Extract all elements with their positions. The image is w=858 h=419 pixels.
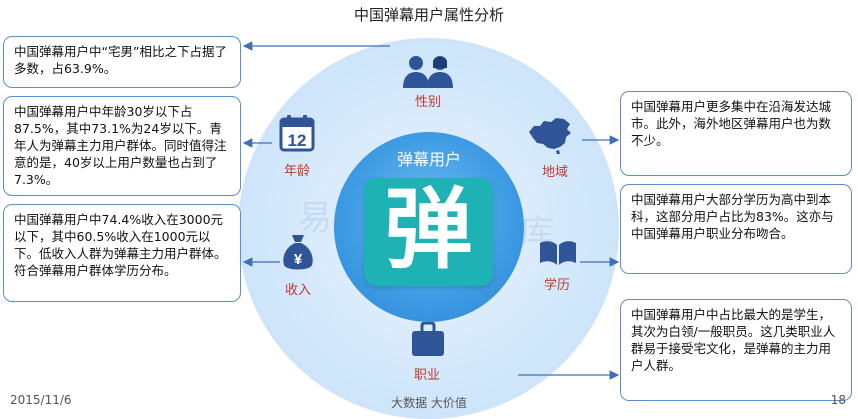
- age-note-box: 中国弹幕用户中年龄30岁以下占87.5%，其中73.1%为24岁以下。青年人为弹…: [3, 96, 241, 196]
- page-number: 18: [830, 393, 846, 407]
- education-note-box: 中国弹幕用户大部分学历为高中到本科，这部分用户占比为83%。这亦与中国弹幕用户职…: [620, 184, 852, 274]
- occupation-note-box: 中国弹幕用户中占比最大的是学生，其次为白领/一般职员。这几类职业人群易于接受宅文…: [620, 299, 852, 401]
- occupation-label: 职业: [413, 368, 440, 383]
- income-note-text: 中国弹幕用户中74.4%收入在3000元以下，其中60.5%收入在1000元以下…: [14, 212, 227, 278]
- people-icon: [403, 56, 453, 88]
- occupation-note-text: 中国弹幕用户中占比最大的是学生，其次为白领/一般职员。这几类职业人群易于接受宅文…: [631, 307, 836, 373]
- age-label: 年龄: [283, 164, 310, 179]
- region-note-box: 中国弹幕用户更多集中在沿海发达城市。此外，海外地区弹幕用户也为数不少。: [620, 91, 852, 176]
- book-icon: [540, 241, 576, 265]
- money-bag-icon: ¥: [283, 235, 313, 270]
- briefcase-icon: [412, 322, 444, 356]
- footer-date: 2015/11/6: [10, 393, 72, 407]
- calendar-icon: 12: [279, 115, 315, 152]
- age-note-text: 中国弹幕用户中年龄30岁以下占87.5%，其中73.1%为24岁以下。青年人为弹…: [14, 104, 227, 187]
- page-title: 中国弹幕用户属性分析: [353, 6, 504, 24]
- danmaku-logo-glyph: 弹: [384, 178, 473, 281]
- calendar-number: 12: [288, 131, 307, 150]
- currency-symbol: ¥: [294, 251, 303, 268]
- income-note-box: 中国弹幕用户中74.4%收入在3000元以下，其中60.5%收入在1000元以下…: [3, 204, 241, 302]
- watermark-char-1: 易: [298, 198, 332, 238]
- education-note-text: 中国弹幕用户大部分学历为高中到本科，这部分用户占比为83%。这亦与中国弹幕用户职…: [631, 192, 834, 241]
- region-label: 地域: [541, 165, 568, 180]
- gender-label: 性别: [414, 95, 441, 110]
- region-note-text: 中国弹幕用户更多集中在沿海发达城市。此外，海外地区弹幕用户也为数不少。: [631, 99, 832, 148]
- center-label: 弹幕用户: [396, 150, 461, 169]
- gender-note-box: 中国弹幕用户中“宅男”相比之下占据了多数，占63.9%。: [3, 36, 241, 88]
- education-label: 学历: [543, 278, 570, 293]
- china-map-icon: [529, 118, 571, 154]
- gender-note-text: 中国弹幕用户中“宅男”相比之下占据了多数，占63.9%。: [14, 44, 227, 76]
- danmaku-logo-tile: [364, 178, 493, 286]
- footer-slogan: 大数据 大价值: [391, 396, 467, 410]
- income-label: 收入: [284, 283, 311, 298]
